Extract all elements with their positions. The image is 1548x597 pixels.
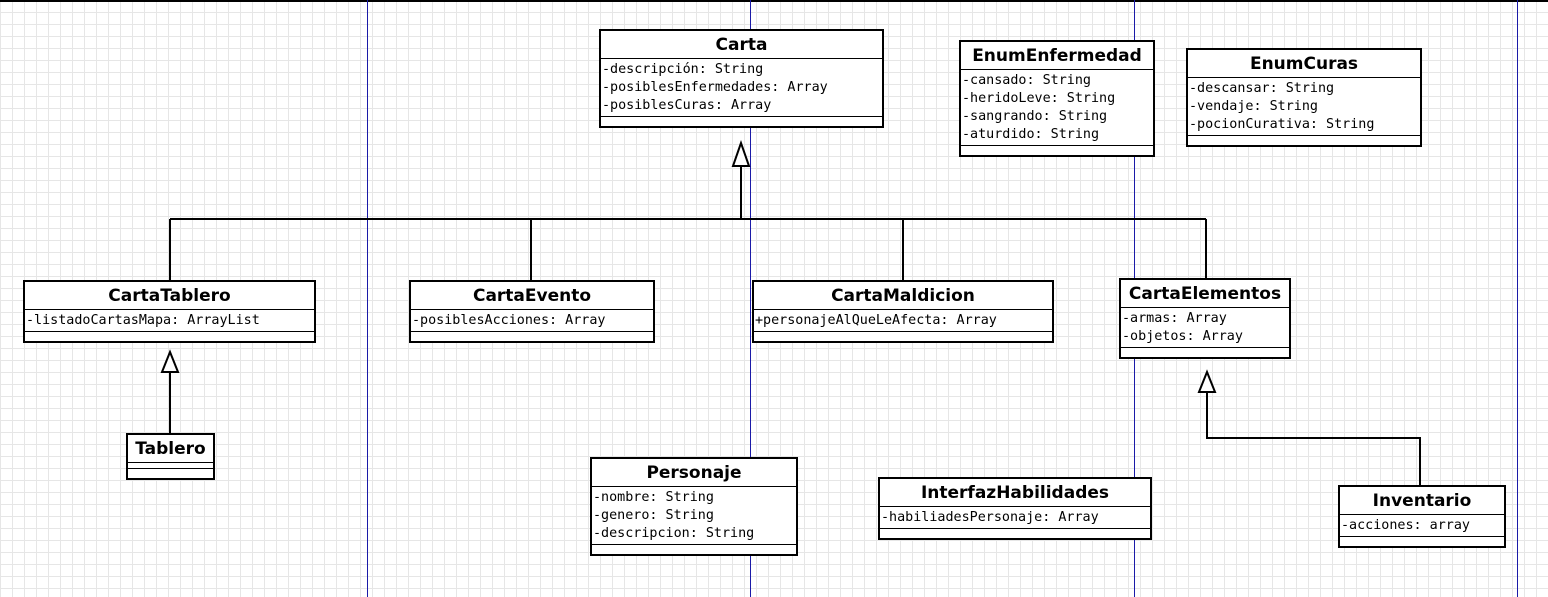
attribute: -posiblesCuras: Array (602, 98, 772, 113)
attribute-list: -cansado: String -heridoLeve: String -sa… (961, 70, 1153, 146)
attribute: -heridoLeve: String (962, 91, 1116, 106)
class-tablero[interactable]: Tablero (126, 433, 215, 480)
attribute-list: +personajeAlQueLeAfecta: Array (754, 310, 1052, 332)
attribute: -listadoCartasMapa: ArrayList (26, 313, 260, 328)
page-break-line (367, 0, 368, 597)
attribute: -descansar: String (1189, 81, 1335, 96)
class-name: Inventario (1340, 487, 1504, 515)
operation-list (411, 332, 653, 341)
canvas-top-border (0, 0, 1548, 2)
operation-list (128, 469, 213, 478)
attribute: -descripcion: String (593, 526, 755, 541)
inheritance-line-inventario[interactable] (1206, 392, 1421, 486)
class-name: Carta (601, 31, 882, 59)
class-name: CartaElementos (1121, 280, 1289, 308)
attribute-list: -descansar: String -vendaje: String -poc… (1188, 78, 1420, 136)
attribute: +personajeAlQueLeAfecta: Array (755, 313, 997, 328)
attribute: -objetos: Array (1122, 329, 1243, 344)
attribute: -vendaje: String (1189, 99, 1318, 114)
operation-list (25, 332, 314, 341)
attribute-list: -listadoCartasMapa: ArrayList (25, 310, 314, 332)
class-carta[interactable]: Carta -descripción: String -posiblesEnfe… (599, 29, 884, 128)
attribute: -armas: Array (1122, 311, 1227, 326)
class-name: Tablero (128, 435, 213, 463)
class-enumenfermedad[interactable]: EnumEnfermedad -cansado: String -heridoL… (959, 40, 1155, 157)
attribute: -pocionCurativa: String (1189, 117, 1375, 132)
class-cartaelementos[interactable]: CartaElementos -armas: Array -objetos: A… (1119, 278, 1291, 359)
operation-list (961, 146, 1153, 155)
class-name: EnumCuras (1188, 50, 1420, 78)
operation-list (1188, 136, 1420, 145)
operation-list (601, 117, 882, 126)
class-enumcuras[interactable]: EnumCuras -descansar: String -vendaje: S… (1186, 48, 1422, 147)
operation-list (880, 529, 1150, 538)
attribute-list: -armas: Array -objetos: Array (1121, 308, 1289, 348)
attribute: -habiliadesPersonaje: Array (881, 510, 1099, 525)
operation-list (1340, 537, 1504, 546)
attribute: -genero: String (593, 508, 714, 523)
attribute: -descripción: String (602, 62, 764, 77)
operation-list (1121, 348, 1289, 357)
class-name: EnumEnfermedad (961, 42, 1153, 70)
attribute: -cansado: String (962, 73, 1091, 88)
class-name: CartaMaldicion (754, 282, 1052, 310)
class-interfazhabilidades[interactable]: InterfazHabilidades -habiliadesPersonaje… (878, 477, 1152, 540)
class-cartaevento[interactable]: CartaEvento -posiblesAcciones: Array (409, 280, 655, 343)
attribute: -nombre: String (593, 490, 714, 505)
attribute-list: -descripción: String -posiblesEnfermedad… (601, 59, 882, 117)
page-break-line (750, 0, 751, 597)
class-personaje[interactable]: Personaje -nombre: String -genero: Strin… (590, 457, 798, 556)
page-break-line (1517, 0, 1518, 597)
attribute-list: -acciones: array (1340, 515, 1504, 537)
attribute-list: -nombre: String -genero: String -descrip… (592, 487, 796, 545)
operation-list (754, 332, 1052, 341)
class-cartatablero[interactable]: CartaTablero -listadoCartasMapa: ArrayLi… (23, 280, 316, 343)
generalization-arrowhead (731, 139, 751, 167)
attribute-list (128, 463, 213, 469)
class-name: Personaje (592, 459, 796, 487)
attribute-list: -posiblesAcciones: Array (411, 310, 653, 332)
generalization-arrowhead (1197, 369, 1217, 393)
attribute: -acciones: array (1341, 518, 1470, 533)
class-cartamaldicion[interactable]: CartaMaldicion +personajeAlQueLeAfecta: … (752, 280, 1054, 343)
operation-list (592, 545, 796, 554)
generalization-arrowhead (160, 349, 180, 373)
attribute-list: -habiliadesPersonaje: Array (880, 507, 1150, 529)
class-inventario[interactable]: Inventario -acciones: array (1338, 485, 1506, 548)
class-name: InterfazHabilidades (880, 479, 1150, 507)
attribute: -posiblesEnfermedades: Array (602, 80, 828, 95)
attribute: -aturdido: String (962, 127, 1100, 142)
attribute: -sangrando: String (962, 109, 1108, 124)
attribute: -posiblesAcciones: Array (412, 313, 606, 328)
class-name: CartaTablero (25, 282, 314, 310)
class-name: CartaEvento (411, 282, 653, 310)
